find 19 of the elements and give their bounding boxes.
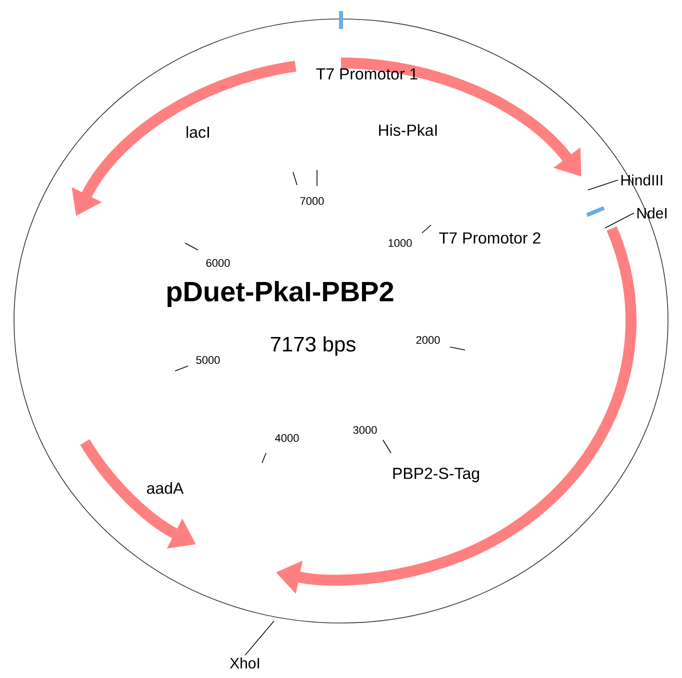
size-label: 7173 bps <box>270 336 356 356</box>
position-label: 1000 <box>388 239 412 247</box>
position-label: 3000 <box>353 426 377 434</box>
position-label: 6000 <box>206 259 230 267</box>
gene-label: His-PkaI <box>379 124 437 136</box>
position-label: 7000 <box>300 197 324 205</box>
gene-label: aadA <box>147 482 184 494</box>
leader-line <box>244 620 274 656</box>
leader-line <box>588 180 618 190</box>
gene-label: PBP2-S-Tag <box>393 468 479 482</box>
position-label: 2000 <box>416 336 440 344</box>
leader-line <box>604 212 634 228</box>
position-label: 4000 <box>275 434 299 442</box>
site-label: XhoI <box>230 658 260 668</box>
feature-label: T7 Promotor 2 <box>439 232 540 244</box>
position-label: 5000 <box>196 356 220 364</box>
feature-label: T7 Promotor 1 <box>316 68 418 80</box>
plasmid-name: pDuet-PkaI-PBP2 <box>168 280 394 308</box>
gene-label: lacI <box>186 126 209 138</box>
